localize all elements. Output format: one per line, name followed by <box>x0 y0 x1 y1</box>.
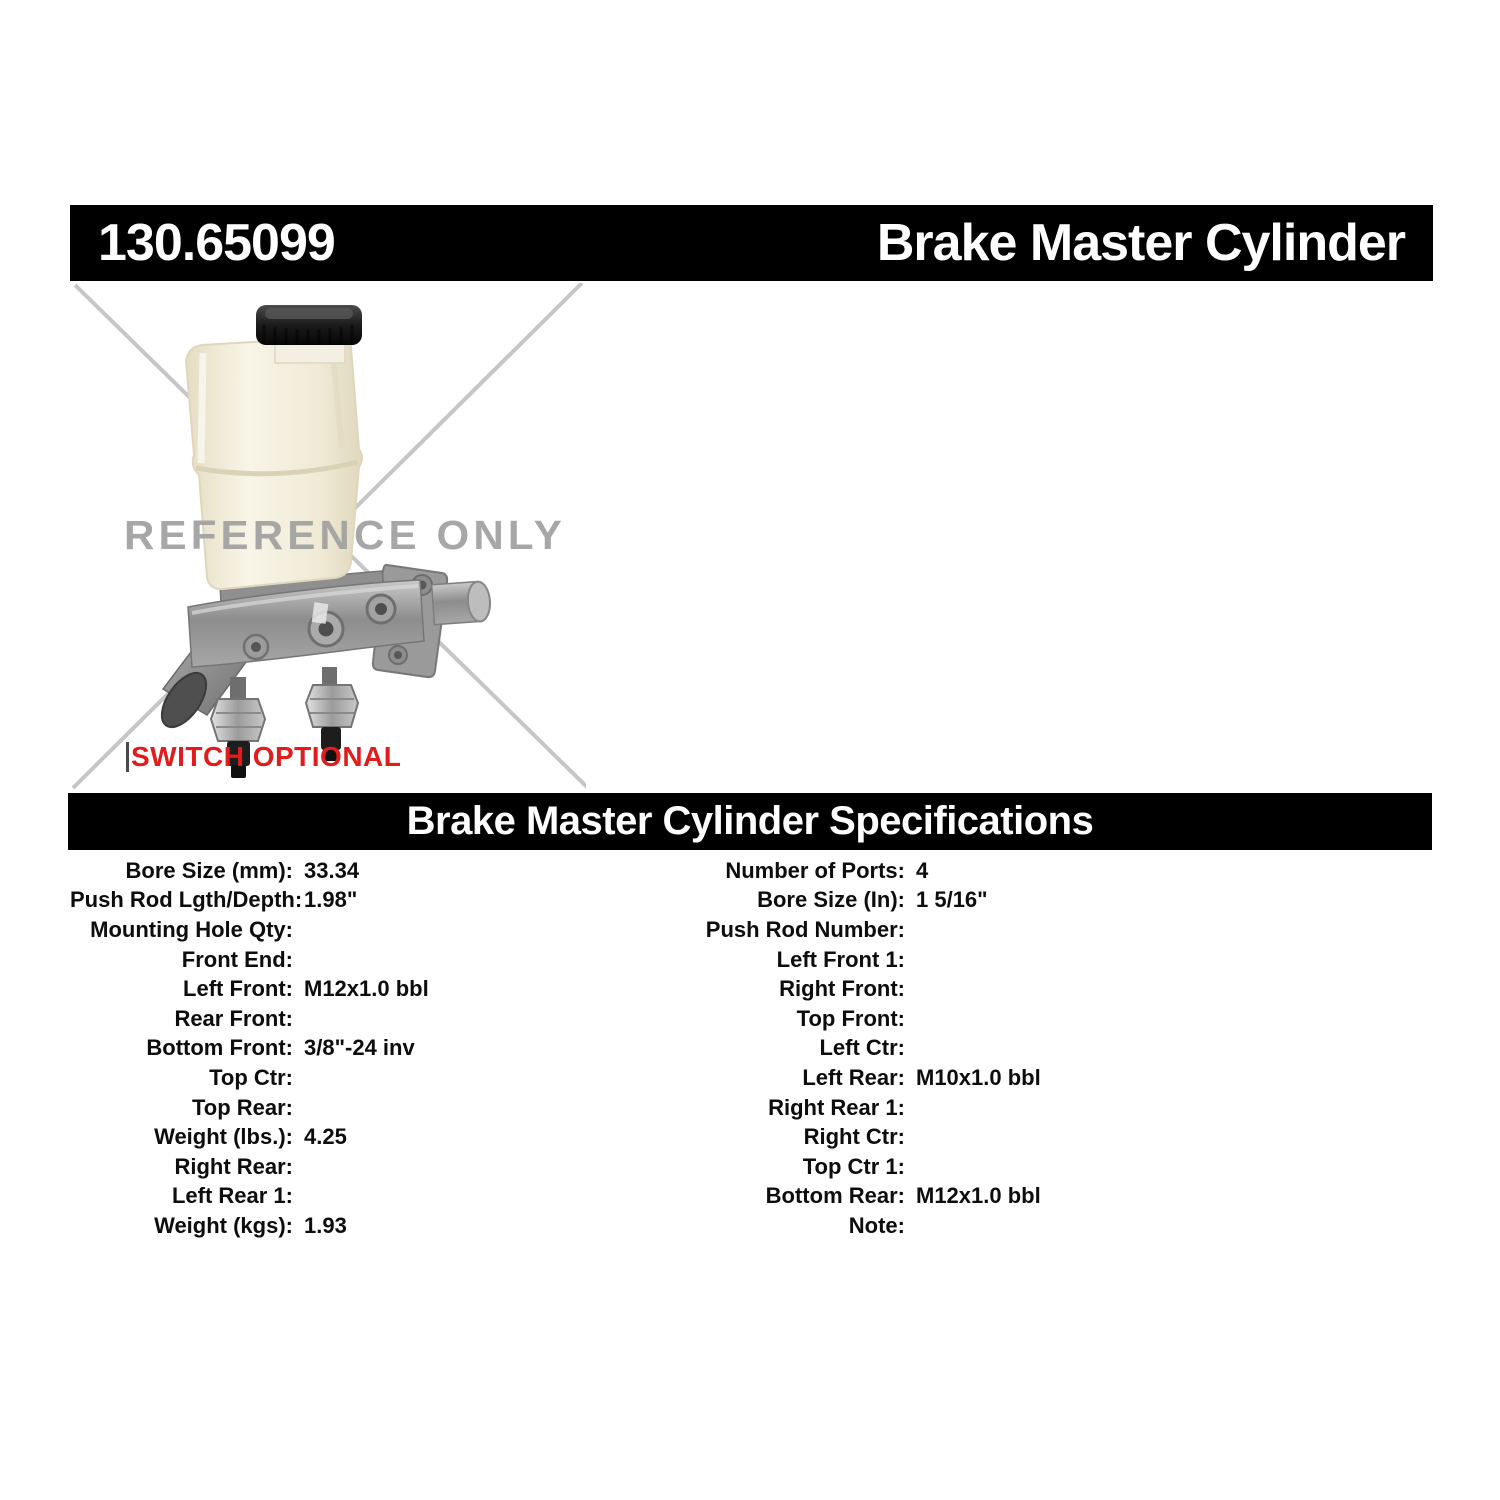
spec-label: Push Rod Number: <box>705 916 905 942</box>
spec-row: Push Rod Lgth/Depth:1.98" <box>70 886 630 916</box>
spec-value: 1.93 <box>304 1212 347 1238</box>
header-bar: 130.65099 Brake Master Cylinder <box>70 205 1433 281</box>
spec-row: Top Rear: <box>70 1093 630 1123</box>
spec-row: Right Front: <box>640 974 1280 1004</box>
spec-row: Bore Size (mm): 33.34 <box>70 856 630 886</box>
spec-row: Bottom Front: 3/8"-24 inv <box>70 1034 630 1064</box>
spec-label: Bottom Front: <box>146 1035 293 1061</box>
spec-row: Left Rear: M10x1.0 bbl <box>640 1063 1280 1093</box>
spec-row: Right Ctr: <box>640 1122 1280 1152</box>
spec-row: Front End: <box>70 945 630 975</box>
spec-label: Bore Size (In): <box>757 887 905 913</box>
spec-label: Weight (lbs.): <box>154 1124 293 1150</box>
spec-label: Right Ctr: <box>803 1124 905 1150</box>
spec-row: Weight (lbs.): 4.25 <box>70 1122 630 1152</box>
spec-value: 33.34 <box>304 857 360 883</box>
spec-row: Weight (kgs): 1.93 <box>70 1211 630 1241</box>
spec-label: Right Rear: <box>174 1153 293 1179</box>
spec-label: Weight (kgs): <box>154 1212 293 1238</box>
spec-label: Bottom Rear: <box>765 1183 905 1209</box>
spec-label: Bore Size (mm): <box>125 857 293 883</box>
spec-row: Number of Ports: 4 <box>640 856 1280 886</box>
spec-row: Top Ctr: <box>70 1063 630 1093</box>
spec-value: M10x1.0 bbl <box>916 1064 1041 1090</box>
spec-value: 4 <box>916 857 929 883</box>
spec-row: Left Rear 1: <box>70 1182 630 1212</box>
reference-only-watermark: REFERENCE ONLY <box>124 512 566 558</box>
specs-title: Brake Master Cylinder Specifications <box>406 799 1094 843</box>
spec-row: Bottom Rear: M12x1.0 bbl <box>640 1182 1280 1212</box>
spec-label: Right Rear 1: <box>768 1094 905 1120</box>
spec-row: Left Ctr: <box>640 1034 1280 1064</box>
spec-label: Front End: <box>181 946 293 972</box>
spec-row: Note: <box>640 1211 1280 1241</box>
spec-label: Rear Front: <box>174 1005 293 1031</box>
spec-row: Top Front: <box>640 1004 1280 1034</box>
spec-label: Number of Ports: <box>725 857 905 883</box>
spec-label: Top Ctr 1: <box>802 1153 905 1179</box>
spec-row: Top Ctr 1: <box>640 1152 1280 1182</box>
product-image-panel: REFERENCE ONLY SWITCH OPTIONAL <box>70 283 586 791</box>
spec-label: Left Rear 1: <box>171 1183 293 1209</box>
spec-row: Push Rod Number: <box>640 915 1280 945</box>
part-number: 130.65099 <box>98 214 336 272</box>
spec-label: Top Ctr: <box>209 1064 293 1090</box>
spec-row: Right Rear 1: <box>640 1093 1280 1123</box>
spec-label: Left Front 1: <box>776 946 905 972</box>
spec-value: 1 5/16" <box>916 887 988 913</box>
spec-value: M12x1.0 bbl <box>916 1183 1041 1209</box>
spec-label: Right Front: <box>779 976 905 1002</box>
spec-row: Left Front: M12x1.0 bbl <box>70 974 630 1004</box>
caption-tick-mark <box>126 742 129 772</box>
spec-label: Left Front: <box>183 976 293 1002</box>
spec-value: M12x1.0 bbl <box>304 976 429 1002</box>
spec-value: 3/8"-24 inv <box>304 1035 415 1061</box>
spec-label: Mounting Hole Qty: <box>90 916 293 942</box>
spec-label: Note: <box>848 1212 905 1238</box>
specs-title-bar: Brake Master Cylinder Specifications <box>68 793 1432 850</box>
product-photo: REFERENCE ONLY <box>71 283 586 790</box>
spec-label: Top Rear: <box>191 1094 293 1120</box>
spec-row: Left Front 1: <box>640 945 1280 975</box>
switch-optional-caption: SWITCH OPTIONAL <box>131 741 402 772</box>
brake-master-cylinder-drawing <box>160 305 492 778</box>
spec-row: Right Rear: <box>70 1152 630 1182</box>
spec-label: Left Ctr: <box>819 1035 905 1061</box>
product-title: Brake Master Cylinder <box>876 214 1406 272</box>
spec-label: Top Front: <box>796 1005 905 1031</box>
spec-label: Left Rear: <box>802 1064 905 1090</box>
spec-value: 1.98" <box>304 887 358 913</box>
spec-label: Push Rod Lgth/Depth: <box>70 887 303 913</box>
spec-value: 4.25 <box>304 1124 347 1150</box>
spec-row: Bore Size (In): 1 5/16" <box>640 886 1280 916</box>
spec-row: Mounting Hole Qty: <box>70 915 630 945</box>
spec-row: Rear Front: <box>70 1004 630 1034</box>
